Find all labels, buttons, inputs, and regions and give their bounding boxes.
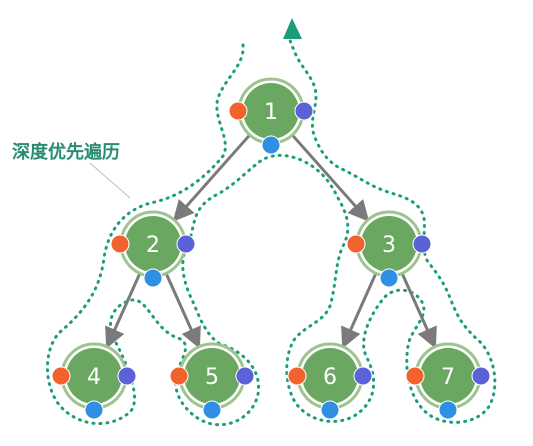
post-order-dot xyxy=(379,268,399,288)
edge-2-4 xyxy=(105,270,143,349)
node-label: 1 xyxy=(264,100,278,125)
post-order-dot xyxy=(261,135,281,155)
edge-3-7 xyxy=(399,270,437,349)
post-order-dot xyxy=(202,400,222,420)
post-order-dot xyxy=(438,400,458,420)
node-circle xyxy=(302,348,358,404)
node-circle xyxy=(361,216,417,272)
tree-node-4: 4 xyxy=(51,342,137,420)
pre-order-dot xyxy=(287,366,307,386)
node-circle xyxy=(66,348,122,404)
post-order-dot xyxy=(320,400,340,420)
edge-1-3 xyxy=(289,132,370,222)
in-order-dot xyxy=(412,234,432,254)
node-circle xyxy=(125,216,181,272)
node-label: 5 xyxy=(205,365,219,390)
edge-1-2 xyxy=(172,132,253,222)
tree-node-6: 6 xyxy=(287,342,373,420)
in-order-dot xyxy=(353,366,373,386)
node-circle xyxy=(420,348,476,404)
tree-node-7: 7 xyxy=(405,342,491,420)
edge-3-6 xyxy=(341,270,379,349)
post-order-dot xyxy=(84,400,104,420)
in-order-dot xyxy=(117,366,137,386)
title-leader-line xyxy=(89,162,131,199)
pre-order-dot xyxy=(405,366,425,386)
pre-order-dot xyxy=(228,101,248,121)
node-label: 3 xyxy=(382,233,396,258)
node-circle xyxy=(243,83,299,139)
tree-node-3: 3 xyxy=(346,210,432,288)
node-label: 4 xyxy=(87,365,101,390)
pre-order-dot xyxy=(346,234,366,254)
traversal-path xyxy=(46,18,497,427)
node-label: 6 xyxy=(323,365,337,390)
in-order-dot xyxy=(294,101,314,121)
in-order-dot xyxy=(176,234,196,254)
traversal-contour xyxy=(46,38,497,427)
node-circle xyxy=(184,348,240,404)
edges xyxy=(105,132,437,349)
in-order-dot xyxy=(235,366,255,386)
tree-node-5: 5 xyxy=(169,342,255,420)
pre-order-dot xyxy=(169,366,189,386)
nodes: 1 2 3 4 5 6 7 xyxy=(51,77,491,420)
diagram-title: 深度优先遍历 xyxy=(12,141,120,163)
pre-order-dot xyxy=(110,234,130,254)
node-label: 7 xyxy=(441,365,455,390)
path-end-arrow-icon xyxy=(283,18,302,39)
tree-node-2: 2 xyxy=(110,210,196,288)
pre-order-dot xyxy=(51,366,71,386)
in-order-dot xyxy=(471,366,491,386)
post-order-dot xyxy=(143,268,163,288)
edge-2-5 xyxy=(163,270,201,349)
node-label: 2 xyxy=(146,233,160,258)
tree-node-1: 1 xyxy=(228,77,314,155)
